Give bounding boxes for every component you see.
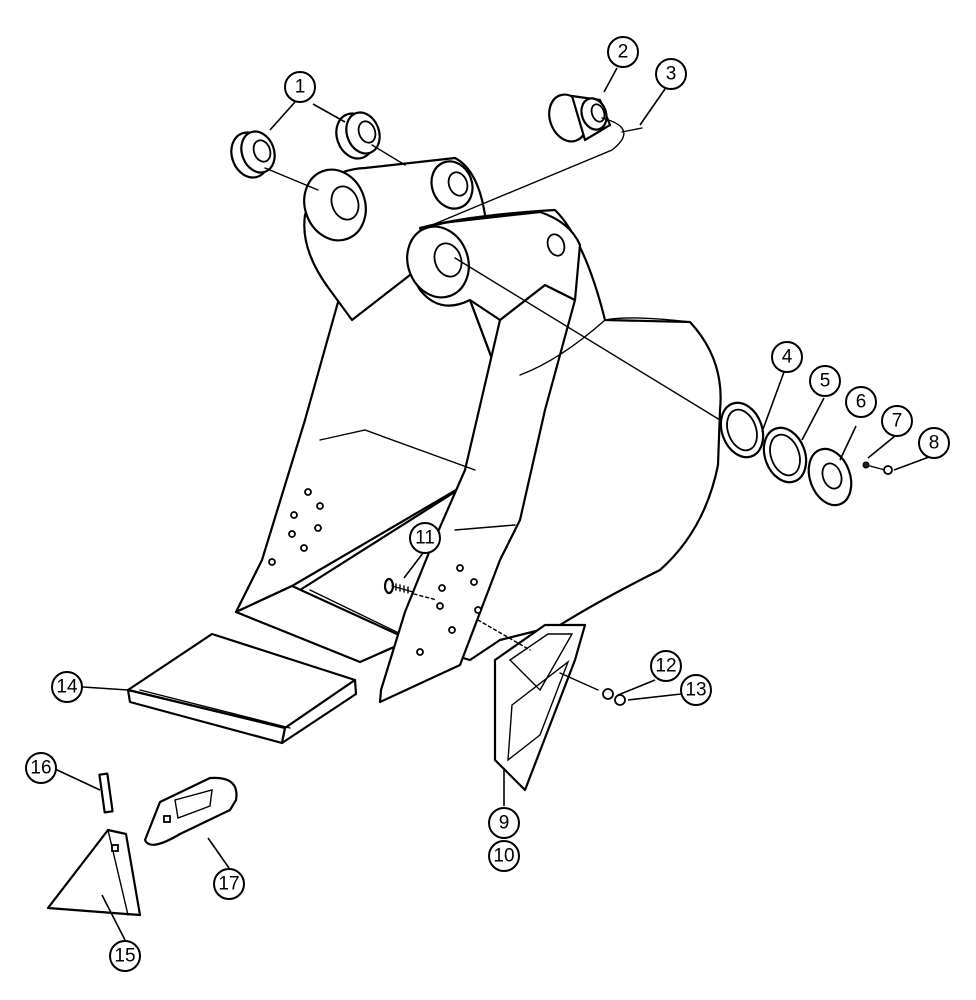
callout-16: 16 [25,752,57,784]
callout-5: 5 [809,365,841,397]
callout-3: 3 [655,58,687,90]
callout-8: 8 [918,427,950,459]
callout-6: 6 [845,386,877,418]
callout-4: 4 [771,341,803,373]
callout-17: 17 [213,868,245,900]
callout-1-label: 1 [295,77,306,98]
callout-14: 14 [51,671,83,703]
callout-16-label: 16 [30,758,51,779]
callout-15: 15 [109,940,141,972]
callout-12: 12 [650,650,682,682]
callout-2: 2 [607,36,639,68]
tooth-point [46,828,142,917]
callout-8-label: 8 [929,433,940,454]
callout-2-label: 2 [618,42,629,63]
callout-12-label: 12 [655,656,676,677]
tooth-adapter [143,776,238,846]
callout-9: 9 [488,807,520,839]
back-plate-bolt-holes [268,488,324,566]
front-plate-bolt-holes [416,564,482,656]
callout-11: 11 [409,522,441,554]
callout-11-label: 11 [415,528,435,549]
retaining-pin [98,772,114,814]
callout-6-label: 6 [856,392,867,413]
callout-10: 10 [488,840,520,872]
bushing-pair [230,111,406,191]
callout-4-label: 4 [782,347,793,368]
callout-13-label: 13 [685,680,706,701]
bucket-body [234,156,722,704]
pin-assembly [419,93,721,421]
bolt [383,577,438,601]
callout-7: 7 [881,405,913,437]
leader-lines [54,67,930,941]
callout-1: 1 [284,71,316,103]
callout-3-label: 3 [666,64,677,85]
side-cutter [477,619,626,792]
callout-9-label: 9 [499,813,510,834]
callout-10-label: 10 [493,846,514,867]
callout-17-label: 17 [218,874,239,895]
callout-14-label: 14 [56,677,78,698]
cutting-edge [126,632,358,745]
shim-and-cap-group [719,401,893,507]
callout-15-label: 15 [114,946,135,967]
callout-5-label: 5 [820,371,831,392]
callout-7-label: 7 [892,411,903,432]
callout-13: 13 [680,674,712,706]
